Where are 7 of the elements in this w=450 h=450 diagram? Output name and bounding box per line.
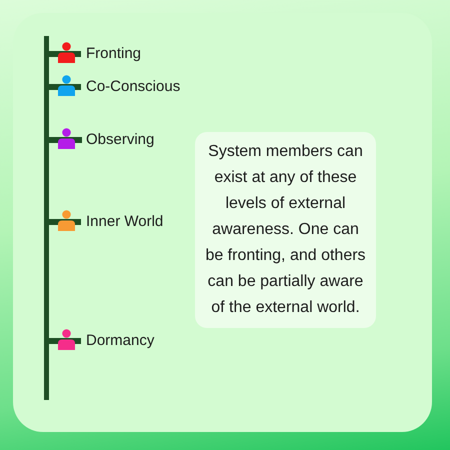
level-label: Co-Conscious	[86, 78, 180, 96]
level-label: Dormancy	[86, 332, 154, 350]
level-label: Inner World	[86, 213, 164, 231]
level-label: Observing	[86, 131, 154, 149]
level-label: Fronting	[86, 45, 142, 63]
note-box	[195, 132, 376, 328]
note-text: System members can exist at any of these levels of external awareness. One can be fronting, and others can be partially aware of the external world.	[204, 142, 367, 318]
